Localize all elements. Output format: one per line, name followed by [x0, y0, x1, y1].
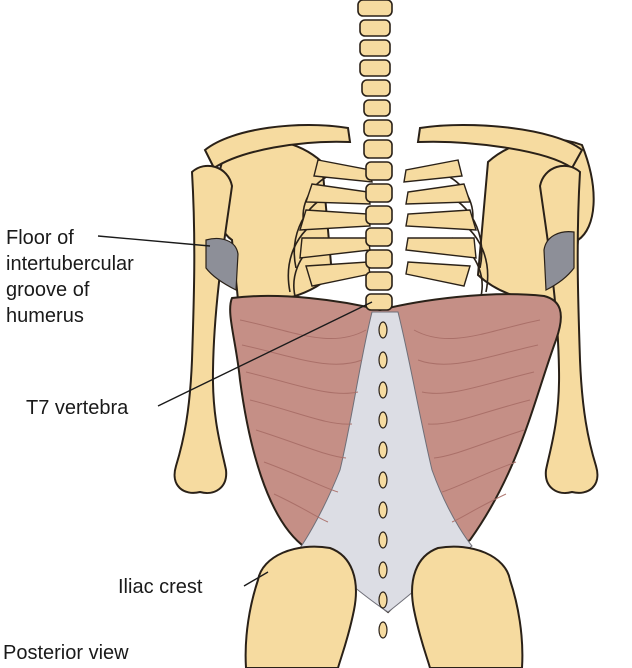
left-tendon [205, 237, 239, 291]
left-ilium [244, 545, 357, 668]
right-clavicle [416, 124, 584, 170]
label-posterior-view: Posterior view [3, 642, 129, 664]
left-humerus [173, 164, 234, 494]
left-clavicle [203, 123, 352, 170]
leader-t7-vertebra [157, 301, 373, 407]
label-floor-line-2: intertubercular [6, 253, 134, 275]
label-floor-line-1: Floor of [6, 227, 74, 249]
label-t7-vertebra: T7 vertebra [26, 397, 129, 419]
right-tendon [543, 231, 575, 291]
label-floor-line-4: humerus [6, 305, 84, 327]
label-floor-of-intertubercular-groove: Floor of intertubercular groove of humer… [6, 225, 134, 329]
leader-iliac-crest [243, 571, 269, 587]
right-ilium [411, 545, 524, 668]
muscle-fibres [239, 319, 541, 523]
ribs-fill [299, 159, 477, 287]
label-floor-line-3: groove of [6, 279, 90, 301]
spinous-processes [378, 321, 388, 639]
label-iliac-crest: Iliac crest [118, 576, 203, 598]
vertebral-column [357, 0, 393, 311]
thoracolumbar-aponeurosis [299, 311, 473, 613]
leader-floor-of-groove [97, 235, 211, 247]
